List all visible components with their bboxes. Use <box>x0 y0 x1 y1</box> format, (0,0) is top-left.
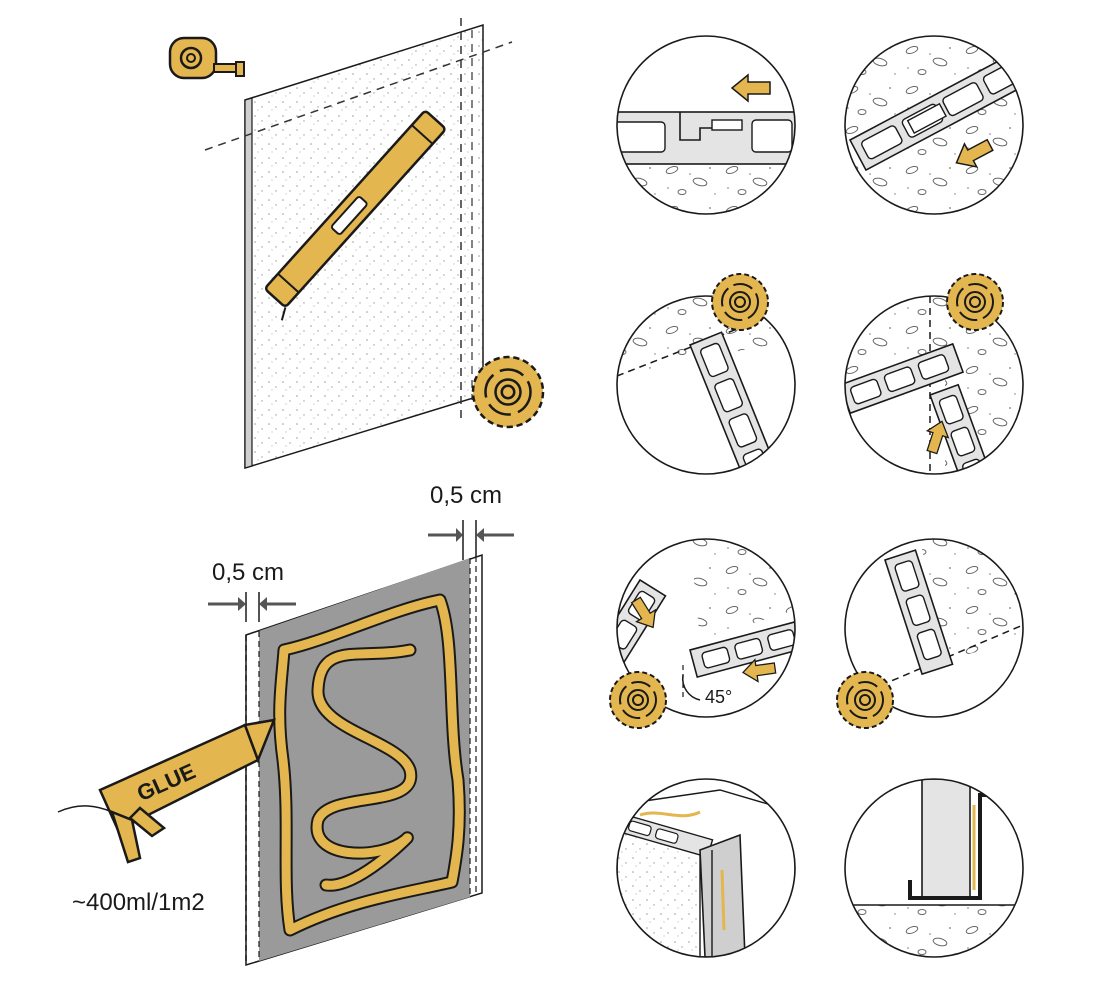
step-floor-profile <box>844 778 1024 958</box>
saw-blade-icon <box>471 355 545 429</box>
step-apply-glue: 0,5 cm 0,5 cm <box>57 482 514 967</box>
step-measure-cut-panel <box>168 18 545 470</box>
step-join-tongue-groove-right <box>844 35 1024 215</box>
step-edge-profile <box>616 778 796 958</box>
step-cut-corner-a <box>616 273 796 475</box>
step-join-tongue-groove-left <box>616 35 796 215</box>
step-cut-corner-b <box>844 273 1024 475</box>
spirit-level-icon <box>264 110 446 321</box>
saw-blade-icon <box>609 671 667 729</box>
saw-blade-icon <box>836 671 894 729</box>
step-miter-45: 45° <box>609 538 796 729</box>
gap-label-top: 0,5 cm <box>430 482 502 509</box>
saw-blade-icon <box>711 273 769 331</box>
saw-blade-icon <box>946 273 1004 331</box>
wall-panel <box>244 23 484 470</box>
angle-label: 45° <box>705 687 732 707</box>
gap-label-left: 0,5 cm <box>212 559 284 586</box>
tape-measure-icon <box>168 36 245 80</box>
consumption-label: ~400ml/1m2 <box>72 889 205 916</box>
step-cut-edge <box>836 538 1024 729</box>
glue-gun-icon: GLUE <box>57 718 276 864</box>
